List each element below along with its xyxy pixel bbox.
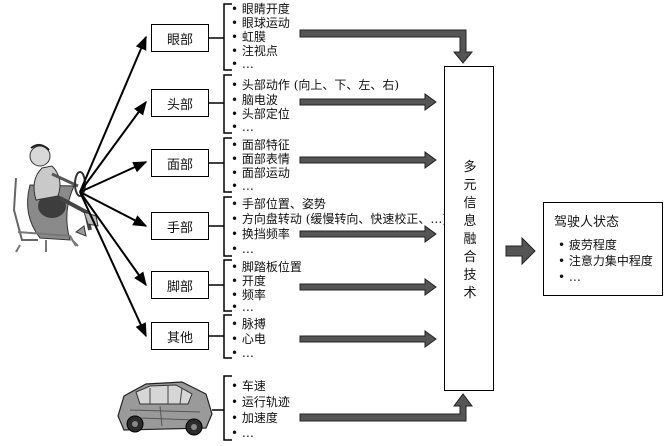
list-item: • 手部位置、姿势: [231, 197, 326, 211]
arrows-to-fusion: [299, 29, 536, 422]
list-item: • …: [231, 346, 254, 360]
list-item: • 注意力集中程度: [558, 254, 653, 268]
category-label: 手部: [166, 220, 193, 236]
list-item: • 车速: [231, 379, 266, 393]
line-driver-foot: [79, 191, 147, 287]
arrow-vehicle-to-fusion: [299, 393, 473, 422]
line-driver-eye: [79, 35, 147, 193]
list-item: • 眼睛开度: [231, 2, 290, 16]
list-item: • 注视点: [231, 44, 278, 58]
list-item: • 开度: [231, 274, 266, 288]
bracket-hand: [223, 196, 232, 257]
fusion-box: 多元信息融合技术: [444, 66, 494, 391]
line-driver-hand: [79, 191, 148, 227]
list-item: • 头部动作 (向上、下、左、右): [231, 78, 400, 92]
list-item: • …: [231, 179, 254, 193]
category-label: 眼部: [166, 32, 193, 48]
category-box-eye: 眼部: [151, 24, 209, 52]
bracket-vehicle: [223, 375, 232, 441]
list-item: • …: [558, 270, 581, 284]
item-brackets: [223, 3, 232, 441]
list-item: • 心电: [231, 332, 266, 346]
category-box-face: 面部: [151, 149, 209, 177]
list-item: • 面部特征: [231, 138, 290, 152]
driver-state-box: 驾驶人状态 • 疲劳程度 • 注意力集中程度 • …: [543, 202, 663, 296]
line-driver-face: [79, 161, 148, 193]
bracket-face: [223, 137, 232, 193]
arrow-face-to-fusion: [299, 151, 437, 169]
list-item: • …: [231, 300, 254, 314]
category-label: 其他: [166, 330, 193, 346]
arrow-foot-to-fusion: [299, 278, 437, 296]
arrow-head-to-fusion: [299, 93, 437, 111]
arrow-hand-to-fusion: [299, 225, 437, 243]
list-item: • 虹膜: [231, 30, 266, 44]
list-item: • 头部定位: [231, 107, 290, 121]
car-illustration: [117, 381, 213, 436]
list-item: • 脚踏板位置: [231, 260, 302, 274]
list-item: • 加速度: [231, 411, 278, 425]
list-item: • 脉搏: [231, 317, 266, 331]
list-item: • …: [231, 57, 254, 71]
category-box-hand: 手部: [151, 212, 209, 240]
bracket-head: [223, 74, 232, 134]
list-item: • 眼球运动: [231, 16, 290, 30]
list-item: • 面部表情: [231, 152, 290, 166]
list-item: • 频率: [231, 288, 266, 302]
list-item: • …: [231, 426, 254, 440]
bracket-other: [223, 314, 232, 359]
list-item: • 脑电波: [231, 93, 278, 107]
category-to-brace-lines: [209, 37, 224, 411]
list-item: • 运行轨迹: [231, 395, 290, 409]
list-item: • …: [231, 120, 254, 134]
category-box-foot: 脚部: [151, 271, 209, 299]
list-item: • 疲劳程度: [558, 238, 617, 252]
arrow-eye-to-fusion: [299, 29, 474, 64]
category-label: 面部: [166, 157, 193, 173]
category-label: 头部: [166, 97, 193, 113]
bracket-eye: [223, 3, 232, 71]
list-item: • 面部运动: [231, 166, 290, 180]
line-driver-other: [79, 191, 147, 338]
fusion-label: 多元信息融合技术: [463, 160, 477, 301]
arrow-fusion-to-state: [505, 236, 536, 266]
category-box-head: 头部: [151, 89, 209, 117]
list-item: • …: [231, 242, 254, 256]
driver-to-category-lines: [79, 35, 148, 338]
list-item: • 方向盘转动 (缓慢转向、快速校正、…): [231, 212, 448, 226]
list-item: • 换挡频率: [231, 227, 290, 241]
arrow-other-to-fusion: [299, 330, 437, 348]
category-box-other: 其他: [151, 322, 209, 350]
bracket-foot: [223, 259, 232, 312]
category-label: 脚部: [166, 279, 193, 295]
line-driver-head: [79, 100, 147, 193]
state-title: 驾驶人状态: [554, 215, 620, 230]
